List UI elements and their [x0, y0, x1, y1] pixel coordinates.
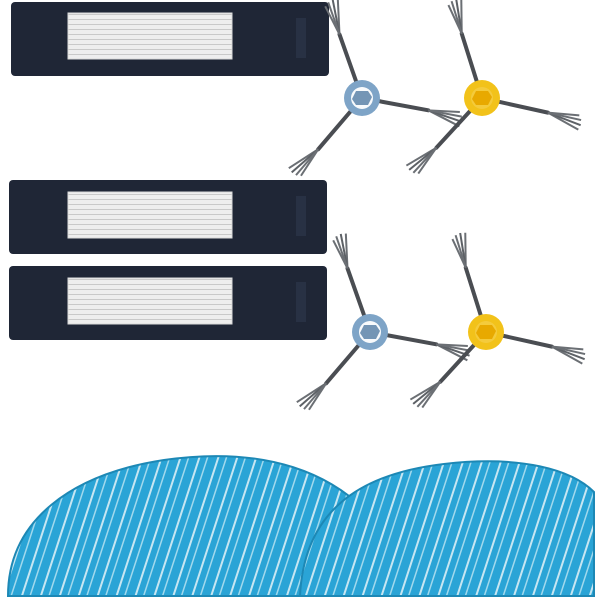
mop-pad-icon [298, 460, 595, 597]
hepa-filter-icon [11, 2, 329, 76]
hepa-filter-icon [9, 266, 327, 340]
side-brush-icon [400, 231, 589, 412]
hepa-filter-icon [9, 180, 327, 254]
side-brush-icon [396, 0, 585, 178]
